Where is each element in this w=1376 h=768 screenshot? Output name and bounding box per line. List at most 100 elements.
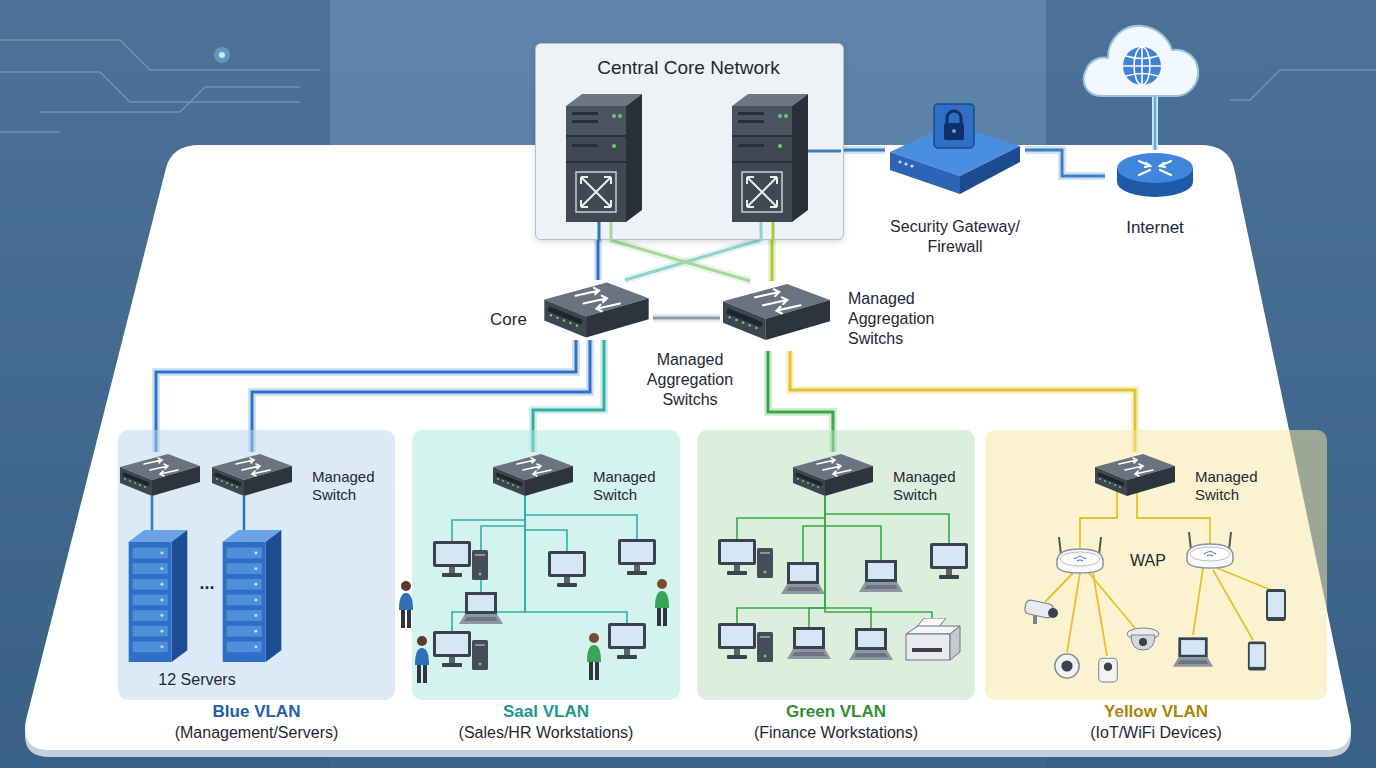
switch-icon — [543, 280, 650, 340]
switch-label: Managed Switch — [312, 468, 386, 504]
workstation-illustration-part — [548, 551, 586, 587]
workstation-illustration-part — [757, 548, 773, 578]
vlan-subtitle: (Finance Workstations) — [687, 723, 985, 742]
workstation-illustration-part — [459, 592, 503, 624]
workstation-illustration-part — [906, 618, 960, 660]
vlan-subtitle: (IoT/WiFi Devices) — [975, 723, 1337, 742]
switch-icon — [793, 452, 873, 498]
managed-switch: Managed Switch — [493, 452, 671, 514]
iot-illustration-part — [1089, 573, 1135, 628]
switch-icon-part — [544, 283, 648, 338]
workstation-illustration-part — [525, 496, 627, 624]
workstation-illustration-part — [608, 623, 646, 659]
workstation-illustration-part — [737, 496, 825, 540]
device-caption: WAP — [1125, 551, 1171, 570]
switch-label: Managed Switch — [1195, 468, 1269, 504]
firewall-icon-part — [934, 104, 974, 148]
vlan-title: Green VLAN — [687, 702, 985, 722]
internet-cloud-part — [1123, 47, 1161, 85]
workstation-illustration-part — [757, 632, 773, 662]
iot-illustration-part — [1099, 658, 1118, 682]
workstation-illustration-part — [525, 496, 567, 552]
core-switch-illustration-part — [598, 222, 601, 241]
switch-icon-part — [793, 454, 873, 496]
iot-illustration-part — [1217, 568, 1271, 590]
network-link — [653, 317, 720, 320]
core-switch-illustration-part — [610, 222, 613, 241]
workstation-illustration-part — [472, 640, 488, 670]
core-switch-illustration-part — [732, 94, 808, 222]
managed-switch: Managed Switch — [212, 452, 390, 514]
iot-illustration-part — [1093, 573, 1107, 656]
switch-label: Managed Switch — [593, 468, 667, 504]
workstation-illustration-part — [415, 636, 429, 683]
iot-illustration-part — [1057, 537, 1103, 573]
vlan-subtitle: (Management/Servers) — [108, 723, 405, 742]
iot-illustration-part — [1024, 599, 1058, 624]
backdrop-part — [0, 131, 60, 133]
text-slot: Managed Switch — [593, 468, 667, 504]
firewall-icon-part — [910, 164, 913, 167]
iot-illustration-part — [1127, 628, 1159, 650]
workstation-illustration-part — [803, 496, 825, 562]
managed-switch: Managed Switch — [1095, 452, 1273, 514]
text-slot: Managed Aggregation Switchs — [636, 350, 744, 410]
router-icon-part — [1139, 161, 1171, 175]
network-link — [597, 240, 600, 280]
workstation-illustration-part — [655, 579, 669, 626]
firewall-icon-part — [904, 162, 907, 165]
network-link — [1025, 150, 1105, 176]
workstation-illustration-part — [859, 560, 903, 592]
workstation-illustration-part — [825, 496, 932, 620]
workstation-illustration-part — [587, 633, 601, 680]
workstation-illustration-part — [930, 543, 968, 579]
workstation-illustration-part — [618, 539, 656, 575]
switch-icon — [723, 281, 830, 343]
router-icon-part — [1139, 161, 1171, 175]
server-count: 12 Servers — [137, 670, 257, 689]
internet-router: Internet — [1105, 140, 1205, 245]
network-link — [844, 149, 885, 152]
switch-icon-part — [212, 454, 292, 496]
firewall-device: Security Gateway/ Firewall — [885, 95, 1025, 265]
text-slot: (Sales/HR Workstations) — [402, 723, 690, 742]
server-illustration-part — [223, 530, 282, 662]
switch-label: Managed Switch — [893, 468, 967, 504]
vlan-panel: Blue VLAN(Management/Servers)Managed Swi… — [118, 430, 395, 700]
router-icon — [1115, 148, 1195, 204]
switch-label: Core — [490, 310, 540, 330]
vlan-title: Saal VLAN — [402, 702, 690, 722]
firewall-icon-part — [898, 160, 901, 163]
text-slot: Central Core Network — [536, 56, 841, 79]
iot-illustration-part — [1080, 492, 1117, 548]
workstation-illustration-part — [452, 496, 637, 632]
workstation-illustration-part — [825, 496, 949, 544]
text-slot: Saal VLAN — [402, 702, 690, 722]
text-slot: (Finance Workstations) — [687, 723, 985, 742]
text-slot: Managed Switch — [1195, 468, 1269, 504]
internet-cloud-part — [1084, 26, 1199, 96]
router-icon-part — [1117, 153, 1193, 183]
workstation-illustration-part — [737, 496, 949, 628]
workstation-illustration-part — [433, 631, 471, 667]
switch-icon-part — [1095, 454, 1175, 496]
internet-cloud-part — [1154, 94, 1157, 150]
text-slot: Managed Switch — [312, 468, 386, 504]
workstation-illustration-part — [825, 496, 871, 628]
iot-illustration-part — [1187, 532, 1233, 568]
text-slot: (IoT/WiFi Devices) — [975, 723, 1337, 742]
text-slot: Core — [490, 310, 540, 330]
firewall-icon-part — [960, 146, 1020, 194]
text-slot: Green VLAN — [687, 702, 985, 722]
internet-cloud-part — [1123, 47, 1161, 85]
vlan-panel: Saal VLAN(Sales/HR Workstations)Managed … — [412, 430, 680, 700]
workstation-illustration-part — [452, 496, 525, 542]
text-slot: Blue VLAN — [108, 702, 405, 722]
firewall-icon-part — [952, 129, 956, 133]
text-slot: Managed Aggregation Switchs — [848, 289, 958, 349]
workstation-illustration-part — [472, 550, 488, 580]
aggregation-switch: Managed Aggregation Switchs — [720, 281, 960, 351]
switch-icon — [212, 452, 292, 498]
iot-illustration-part — [1193, 568, 1203, 635]
